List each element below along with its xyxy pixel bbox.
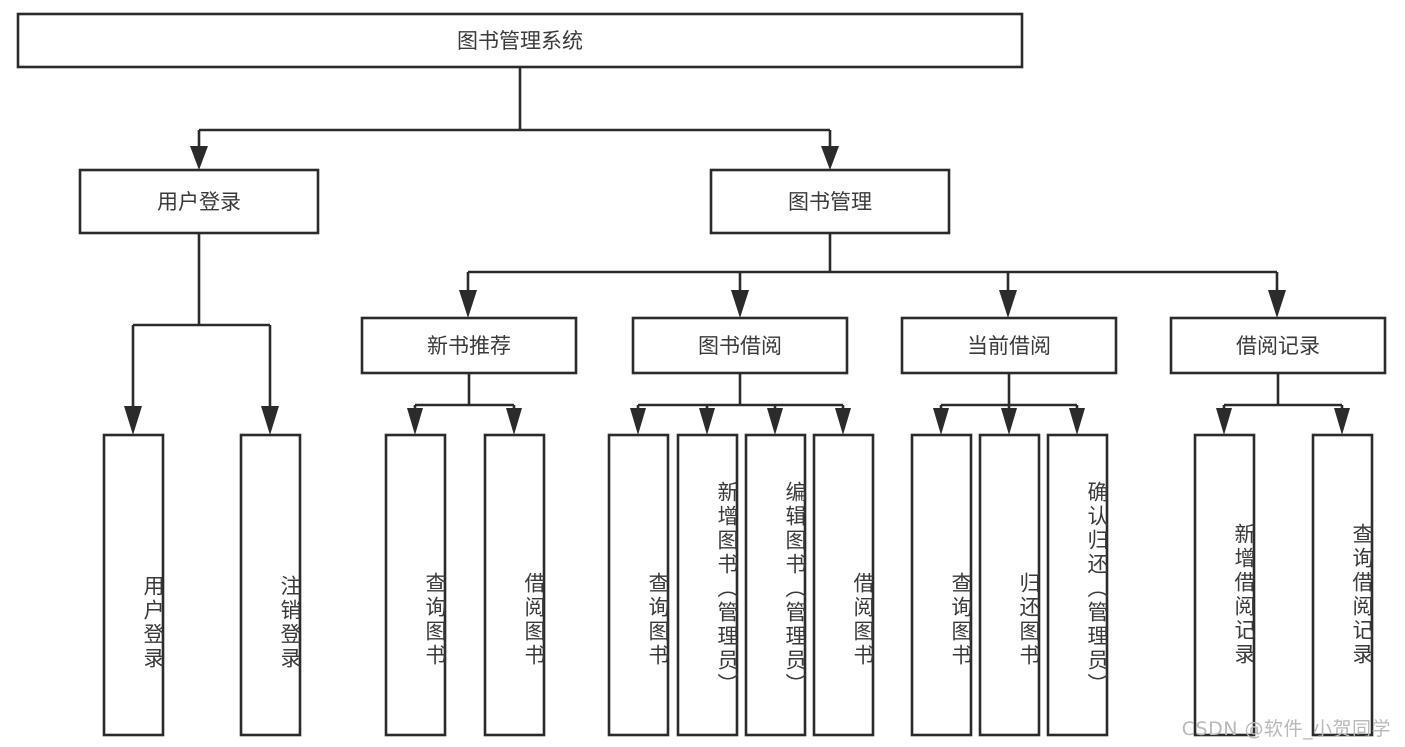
borrow-record-label: 借阅记录 — [1236, 334, 1320, 358]
arrow-to-book-borrow — [731, 290, 749, 318]
leaf-box-add-record[interactable] — [1193, 433, 1256, 737]
arrow-to-borrow-record — [1268, 290, 1286, 318]
arrow-bookborrow-leaf-2 — [699, 408, 715, 435]
node-new-book-recommend[interactable]: 新书推荐 — [360, 316, 578, 375]
arrow-currentborrow-leaf-1 — [933, 408, 949, 435]
arrow-to-leaf-user-login — [124, 406, 142, 435]
node-book-manage[interactable]: 图书管理 — [709, 168, 951, 235]
leaf-box-return-book[interactable] — [978, 433, 1041, 737]
book-borrow-box[interactable] — [631, 316, 849, 375]
leaf-box-user-login[interactable] — [102, 433, 165, 737]
arrow-to-current-borrow — [999, 290, 1017, 318]
arrow-currentborrow-leaf-3 — [1069, 408, 1085, 435]
arrow-newbook-leaf-1 — [407, 408, 423, 435]
arrow-borrowrecord-leaf-2 — [1334, 408, 1350, 435]
watermark-text: CSDN @软件_小贺同学 — [1181, 718, 1391, 740]
node-root[interactable]: 图书管理系统 — [16, 12, 1024, 69]
leaf-box-edit-book[interactable] — [744, 433, 807, 737]
node-current-borrow[interactable]: 当前借阅 — [900, 316, 1118, 375]
book-borrow-label: 图书借阅 — [698, 334, 782, 358]
new-book-recommend-box[interactable] — [360, 316, 578, 375]
leaf-box-borrow-book-1[interactable] — [483, 433, 546, 737]
leaf-box-query-book-2[interactable] — [607, 433, 670, 737]
leaf-box-confirm-return[interactable] — [1046, 433, 1109, 737]
current-borrow-box[interactable] — [900, 316, 1118, 375]
borrow-record-box[interactable] — [1169, 316, 1387, 375]
arrow-newbook-leaf-2 — [506, 408, 522, 435]
root-label: 图书管理系统 — [457, 29, 583, 53]
arrow-to-user-login — [190, 146, 208, 170]
node-book-borrow[interactable]: 图书借阅 — [631, 316, 849, 375]
node-borrow-record[interactable]: 借阅记录 — [1169, 316, 1387, 375]
arrow-bookborrow-leaf-1 — [630, 408, 646, 435]
new-book-recommend-label: 新书推荐 — [427, 334, 511, 358]
book-manage-label: 图书管理 — [788, 190, 872, 214]
user-login-label: 用户登录 — [157, 190, 241, 214]
arrow-currentborrow-leaf-2 — [1001, 408, 1017, 435]
arrow-bookborrow-leaf-3 — [767, 408, 783, 435]
leaf-box-logout[interactable] — [239, 433, 302, 737]
leaf-box-query-record[interactable] — [1311, 433, 1374, 737]
arrow-to-new-book — [459, 290, 477, 318]
book-manage-box[interactable] — [709, 168, 951, 235]
arrow-bookborrow-leaf-4 — [835, 408, 851, 435]
leaf-box-query-book-3[interactable] — [910, 433, 973, 737]
leaf-box-borrow-book-2[interactable] — [812, 433, 875, 737]
root-box[interactable] — [16, 12, 1024, 69]
current-borrow-label: 当前借阅 — [967, 334, 1051, 358]
arrow-borrowrecord-leaf-1 — [1216, 408, 1232, 435]
arrow-to-book-manage — [821, 146, 839, 170]
node-user-login[interactable]: 用户登录 — [78, 168, 320, 235]
leaf-box-add-book[interactable] — [676, 433, 739, 737]
arrow-to-leaf-logout — [261, 406, 279, 435]
leaf-box-query-book-1[interactable] — [384, 433, 447, 737]
